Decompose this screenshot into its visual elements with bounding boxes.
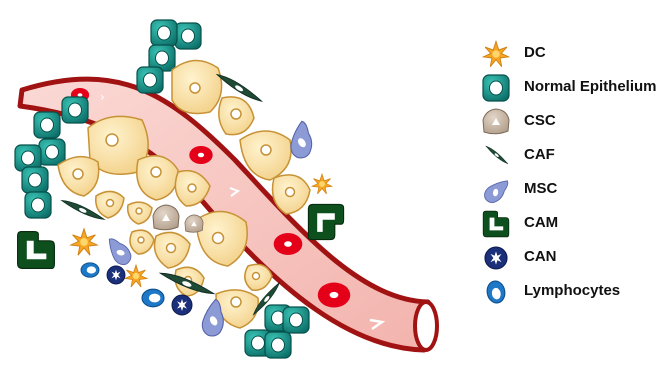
lymphocyte-cell bbox=[81, 263, 99, 277]
dendritic-cell-icon bbox=[482, 40, 510, 68]
legend-item-lymphocytes: Lymphocytes bbox=[482, 278, 671, 306]
legend-label: DC bbox=[524, 44, 546, 61]
macrophage-cell bbox=[18, 232, 55, 269]
legend-item-normal-epithelium: Normal Epithelium bbox=[482, 74, 671, 102]
neutrophil-icon bbox=[482, 244, 510, 272]
legend-label: CAF bbox=[524, 146, 555, 163]
normal-epithelium-icon bbox=[482, 74, 510, 102]
cancer-stem-cell bbox=[153, 205, 179, 230]
dendritic-cell bbox=[312, 174, 332, 194]
lymphocyte-icon bbox=[482, 278, 510, 306]
legend-item-can: CAN bbox=[482, 244, 671, 272]
legend-label: Normal Epithelium bbox=[524, 78, 657, 95]
lymphocyte-cell bbox=[142, 289, 164, 307]
legend-label: Lymphocytes bbox=[524, 282, 620, 299]
legend-item-msc: MSC bbox=[482, 176, 671, 204]
neutrophil-cell bbox=[107, 266, 125, 284]
legend-label: CSC bbox=[524, 112, 556, 129]
macrophage-icon bbox=[482, 210, 510, 238]
legend-label: MSC bbox=[524, 180, 557, 197]
legend-label: CAM bbox=[524, 214, 558, 231]
legend-item-dc: DC bbox=[482, 40, 671, 68]
red-blood-cell bbox=[189, 146, 212, 164]
neutrophil-cell bbox=[172, 295, 192, 315]
red-blood-cell bbox=[274, 233, 303, 255]
legend-label: CAN bbox=[524, 248, 557, 265]
flow-arrow-icon: › bbox=[100, 90, 105, 104]
cancer-stem-cell bbox=[185, 215, 203, 232]
red-blood-cell bbox=[318, 283, 351, 308]
dendritic-cell bbox=[71, 229, 97, 255]
macrophage-cell bbox=[308, 204, 343, 239]
fibroblast-icon bbox=[482, 142, 510, 170]
legend-item-caf: CAF bbox=[482, 142, 671, 170]
legend: DC Normal Epithelium CSC CAF MSC CAM C bbox=[482, 0, 671, 369]
legend-item-cam: CAM bbox=[482, 210, 671, 238]
legend-item-csc: CSC bbox=[482, 108, 671, 136]
cancer-stem-cell-icon bbox=[482, 108, 510, 136]
dendritic-cell bbox=[125, 265, 147, 287]
mesenchymal-stem-cell-icon bbox=[482, 176, 510, 204]
